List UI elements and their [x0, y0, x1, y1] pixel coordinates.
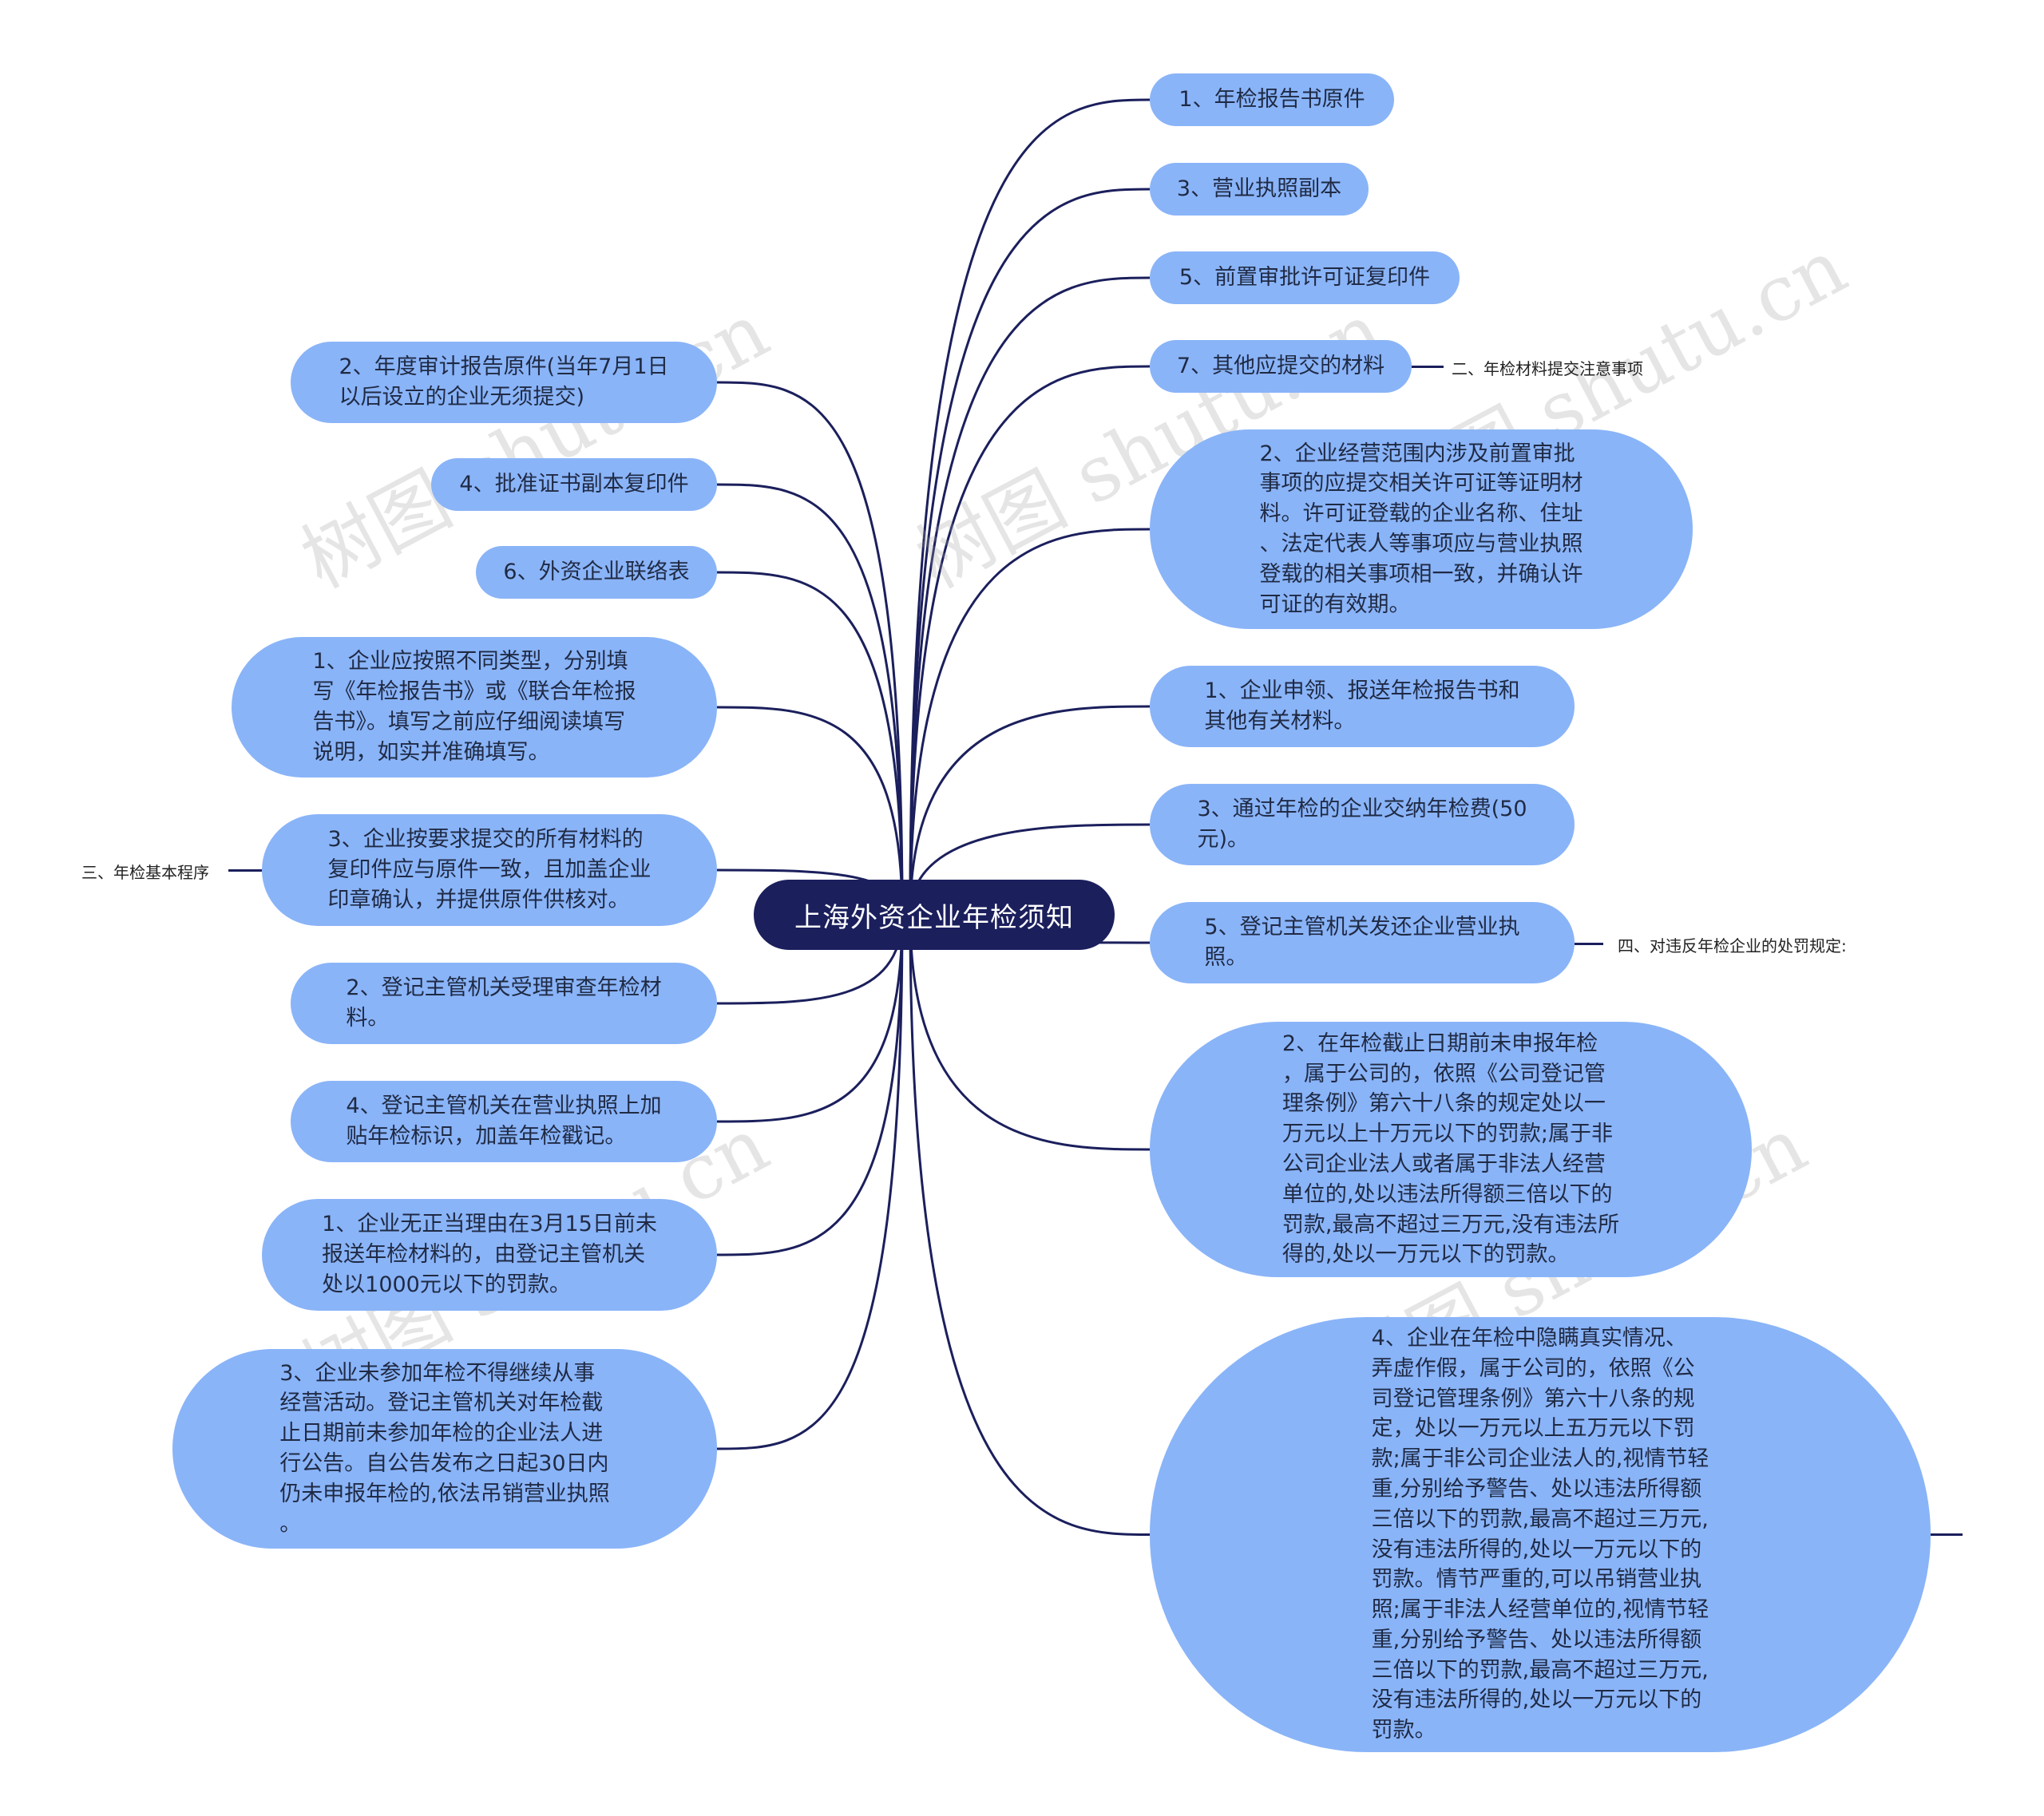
- connector-line: [909, 365, 1151, 916]
- connector-line: [716, 381, 904, 916]
- connector-line: [716, 483, 904, 916]
- node-fill-annual-report[interactable]: 1、企业应按照不同类型，分别填 写《年检报告书》或《联合年检报 告书》。填写之前…: [232, 637, 717, 777]
- connector-line: [909, 188, 1151, 916]
- node-pay-inspection-fee[interactable]: 3、通过年检的企业交纳年检费(50 元)。: [1150, 784, 1575, 865]
- node-affix-inspection-sticker[interactable]: 4、登记主管机关在营业执照上加 贴年检标识，加盖年检戳记。: [291, 1081, 717, 1162]
- connector-line: [909, 705, 1151, 916]
- connector-line: [716, 914, 904, 1256]
- node-penalty-late-submission[interactable]: 1、企业无正当理由在3月15日前未 报送年检材料的，由登记主管机关 处以1000…: [262, 1199, 717, 1311]
- node-annual-report-original[interactable]: 1、年检报告书原件: [1150, 73, 1394, 126]
- node-audit-report-original[interactable]: 2、年度审计报告原件(当年7月1日 以后设立的企业无须提交): [291, 342, 717, 423]
- node-other-materials[interactable]: 7、其他应提交的材料: [1150, 340, 1412, 393]
- branch-label-material-notes[interactable]: 二、年检材料提交注意事项: [1452, 359, 1643, 378]
- connector-line: [909, 528, 1151, 916]
- connector-line: [716, 914, 904, 1450]
- node-review-materials[interactable]: 2、登记主管机关受理审查年检材 料。: [291, 963, 717, 1044]
- node-penalty-not-declared[interactable]: 2、在年检截止日期前未申报年检 ，属于公司的，依照《公司登记管 理条例》第六十八…: [1150, 1022, 1752, 1277]
- connector-line: [909, 276, 1151, 916]
- branch-label-penalty-rules[interactable]: 四、对违反年检企业的处罚规定:: [1618, 936, 1847, 955]
- connector-line: [909, 914, 1151, 1151]
- connector-line: [909, 914, 1151, 1536]
- connector-line: [716, 914, 904, 1123]
- node-penalty-false-info[interactable]: 4、企业在年检中隐瞒真实情况、 弄虚作假，属于公司的，依照《公 司登记管理条例》…: [1150, 1317, 1931, 1752]
- connector-line: [716, 706, 904, 916]
- branch-label-basic-procedure[interactable]: 三、年检基本程序: [81, 863, 209, 882]
- node-pre-approval-permit-copy[interactable]: 5、前置审批许可证复印件: [1150, 251, 1460, 304]
- connector-line: [909, 98, 1151, 916]
- branch-rule: [1412, 366, 1444, 368]
- node-contact-form[interactable]: 6、外资企业联络表: [476, 546, 717, 599]
- node-return-license[interactable]: 5、登记主管机关发还企业营业执 照。: [1150, 902, 1575, 983]
- node-approval-certificate-copy[interactable]: 4、批准证书副本复印件: [431, 458, 717, 511]
- node-penalty-no-inspection[interactable]: 3、企业未参加年检不得继续从事 经营活动。登记主管机关对年检截 止日期前未参加年…: [172, 1349, 717, 1549]
- connector-line: [716, 571, 904, 916]
- branch-rule: [1931, 1533, 1963, 1536]
- branch-rule: [1575, 943, 1603, 945]
- node-business-scope-permit[interactable]: 2、企业经营范围内涉及前置审批 事项的应提交相关许可证等证明材 料。许可证登载的…: [1150, 429, 1693, 629]
- root-topic[interactable]: 上海外资企业年检须知: [754, 880, 1115, 950]
- node-submit-annual-report[interactable]: 1、企业申领、报送年检报告书和 其他有关材料。: [1150, 666, 1575, 747]
- node-business-license-copy[interactable]: 3、营业执照副本: [1150, 163, 1369, 216]
- node-copies-match-originals[interactable]: 3、企业按要求提交的所有材料的 复印件应与原件一致，且加盖企业 印章确认，并提供…: [262, 814, 717, 926]
- branch-rule: [228, 869, 262, 872]
